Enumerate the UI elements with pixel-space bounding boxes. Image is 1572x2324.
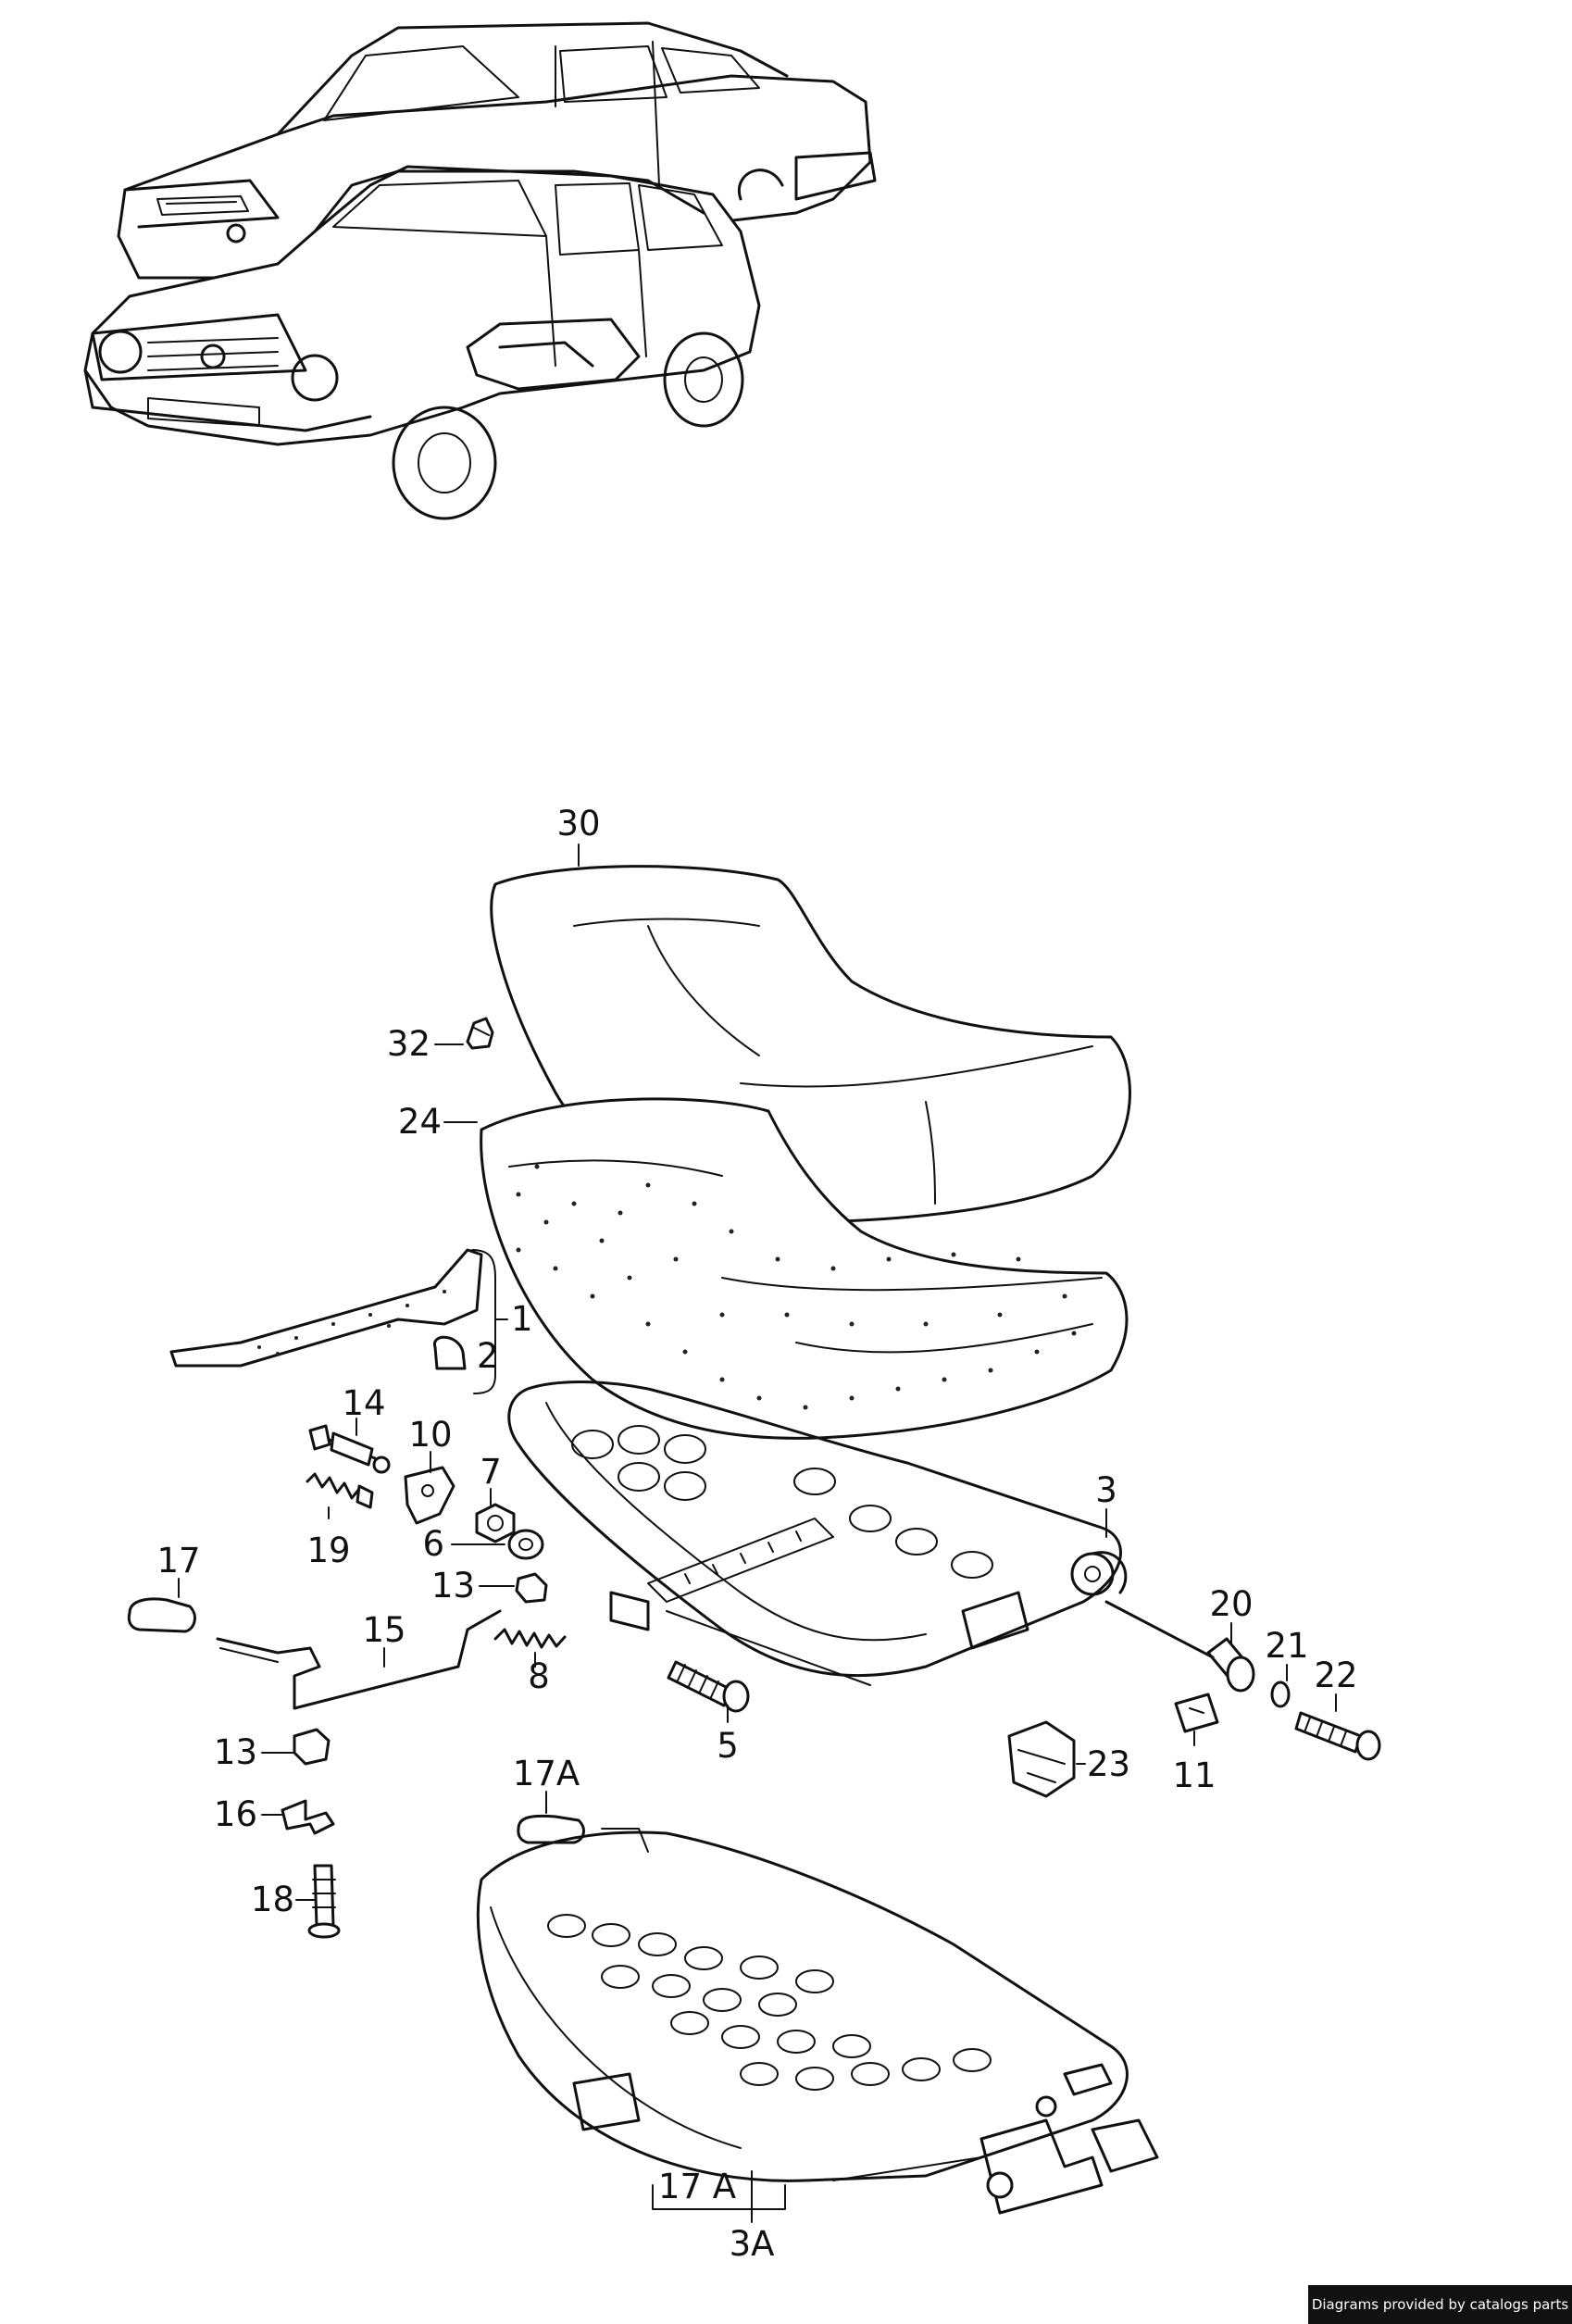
callout-22: 22 [1314, 1656, 1357, 1695]
part-13-lower-clip [293, 1728, 331, 1766]
part-23-block [1007, 1720, 1076, 1798]
part-3-seat-frame [507, 1381, 1128, 1686]
part-13-upper-clip [515, 1572, 548, 1604]
foam-texture [516, 1164, 1077, 1410]
callout-7: 7 [480, 1452, 502, 1492]
part-17-handle [127, 1597, 196, 1633]
part-22-bolt [1294, 1711, 1381, 1761]
part-16-bracket [281, 1799, 335, 1835]
callout-20: 20 [1209, 1584, 1253, 1624]
part-20-bushing [1104, 1600, 1255, 1693]
callout-17A-group: 17 A [658, 2167, 736, 2206]
callout-3A: 3A [730, 2224, 775, 2264]
callout-labels: 30 32 24 1 2 14 10 7 19 6 3 17 13 15 8 2… [156, 804, 1357, 2264]
part-1-side-trim [169, 1248, 508, 1394]
callout-6: 6 [422, 1524, 444, 1564]
part-18-screw [307, 1864, 341, 1939]
part-15-rod [216, 1609, 502, 1710]
vehicle-illustration [83, 21, 877, 520]
callout-11: 11 [1172, 1755, 1216, 1795]
part-8-spring [493, 1628, 567, 1649]
callout-30: 30 [556, 804, 600, 843]
callout-10: 10 [408, 1415, 452, 1455]
part-17A-handle [517, 1814, 585, 1844]
callout-3: 3 [1095, 1470, 1117, 1510]
part-32-clip [466, 1017, 494, 1050]
callout-2: 2 [477, 1336, 499, 1376]
callout-16: 16 [214, 1794, 257, 1834]
callout-1: 1 [511, 1299, 533, 1339]
callout-32: 32 [387, 1024, 430, 1064]
hatchback-outline [83, 165, 761, 520]
part-7-nut [475, 1503, 516, 1543]
callout-8: 8 [528, 1656, 550, 1696]
part-10-bracket [404, 1466, 455, 1525]
part-21-washer [1270, 1681, 1291, 1708]
part-2-clip [433, 1335, 467, 1370]
callout-13-lower: 13 [214, 1732, 257, 1772]
part-11-clip [1174, 1693, 1219, 1733]
callout-24: 24 [398, 1102, 442, 1142]
callout-14: 14 [342, 1383, 385, 1423]
callout-17: 17 [156, 1541, 200, 1581]
callout-21: 21 [1265, 1626, 1308, 1666]
callout-15: 15 [362, 1610, 405, 1650]
callout-23: 23 [1087, 1744, 1130, 1784]
part-19-spring [306, 1472, 374, 1509]
callout-5: 5 [717, 1726, 739, 1766]
callout-19: 19 [306, 1531, 350, 1570]
credit-badge: Diagrams provided by catalogs parts [1308, 2285, 1572, 2324]
leader-lines [178, 843, 1337, 2223]
callout-18: 18 [251, 1880, 294, 1919]
callout-17A: 17A [513, 1754, 580, 1793]
part-14-pin [308, 1424, 391, 1474]
callout-13-upper: 13 [431, 1566, 475, 1606]
part-5-bolt [667, 1660, 750, 1713]
part-6-washer [507, 1529, 544, 1560]
part-3A-seat-pan-assembly [476, 1828, 1159, 2215]
